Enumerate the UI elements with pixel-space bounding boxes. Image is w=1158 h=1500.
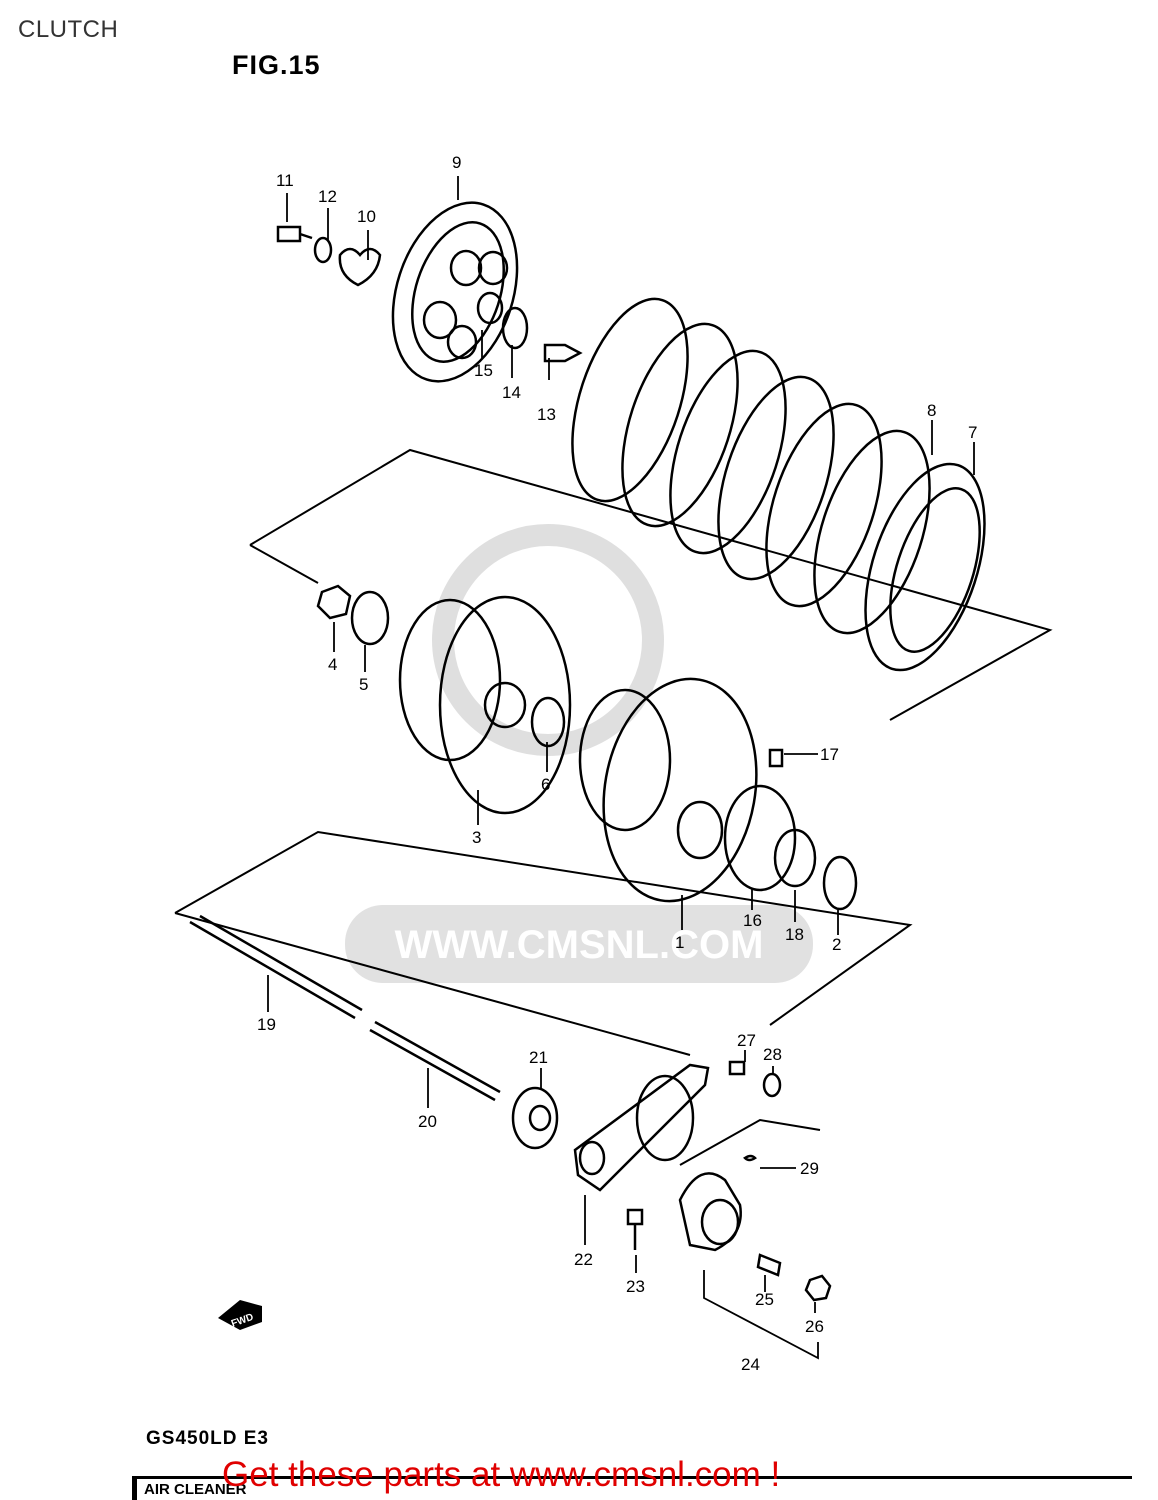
- callout-3: 3: [472, 828, 481, 847]
- pressure-plate: [391, 201, 519, 383]
- callout-21: 21: [529, 1048, 548, 1067]
- callout-29: 29: [800, 1159, 819, 1178]
- callout-22: 22: [574, 1250, 593, 1269]
- callout-6: 6: [541, 775, 550, 794]
- callout-4: 4: [328, 655, 337, 674]
- figure-label: FIG.15: [232, 50, 321, 80]
- callout-17: 17: [820, 745, 839, 764]
- footer-tick: [132, 1476, 137, 1500]
- clutch-sleeve-hub: [316, 584, 572, 815]
- leader-lines: [267, 176, 975, 1360]
- watermark: WWW.CMSNL.COM: [345, 524, 813, 983]
- assembly-frames: [174, 448, 1053, 1166]
- footer-section-label: AIR CLEANER: [144, 1481, 247, 1498]
- spring-and-bolt-set: [276, 225, 583, 363]
- callout-9: 9: [452, 153, 461, 172]
- promo-link[interactable]: Get these parts at www.cmsnl.com !: [222, 1455, 781, 1494]
- callout-16: 16: [743, 911, 762, 930]
- callout-26: 26: [805, 1317, 824, 1336]
- callout-8: 8: [927, 401, 936, 420]
- callout-1: 1: [675, 933, 684, 952]
- release-mechanism: [511, 1060, 832, 1302]
- model-code: GS450LD E3: [146, 1428, 269, 1449]
- callout-7: 7: [968, 423, 977, 442]
- footer-rule: [132, 1476, 1132, 1479]
- plate-stack: [571, 297, 986, 672]
- callout-18: 18: [785, 925, 804, 944]
- callout-10: 10: [357, 207, 376, 226]
- primary-driven-gear: [578, 677, 858, 911]
- callout-14: 14: [502, 383, 521, 402]
- push-rods: [189, 914, 501, 1102]
- callout-11: 11: [276, 171, 294, 190]
- watermark-text: WWW.CMSNL.COM: [395, 923, 764, 967]
- callout-24: 24: [741, 1355, 760, 1374]
- callout-12: 12: [318, 187, 337, 206]
- callout-13: 13: [537, 405, 556, 424]
- callout-27: 27: [737, 1031, 756, 1050]
- callout-15: 15: [474, 361, 493, 380]
- page-title: CLUTCH: [18, 16, 119, 43]
- callout-5: 5: [359, 675, 368, 694]
- callout-labels: 1 2 3 4 5 6 7 8 9 10 11 12 13 14 15 16 1…: [257, 153, 977, 1374]
- callout-20: 20: [418, 1112, 437, 1131]
- callout-2: 2: [832, 935, 841, 954]
- forward-direction-arrow-icon: FWD: [218, 1300, 262, 1330]
- callout-23: 23: [626, 1277, 645, 1296]
- callout-19: 19: [257, 1015, 276, 1034]
- footer-strip: AIR CLEANER: [132, 1468, 1132, 1500]
- callout-25: 25: [755, 1290, 774, 1309]
- callout-28: 28: [763, 1045, 782, 1064]
